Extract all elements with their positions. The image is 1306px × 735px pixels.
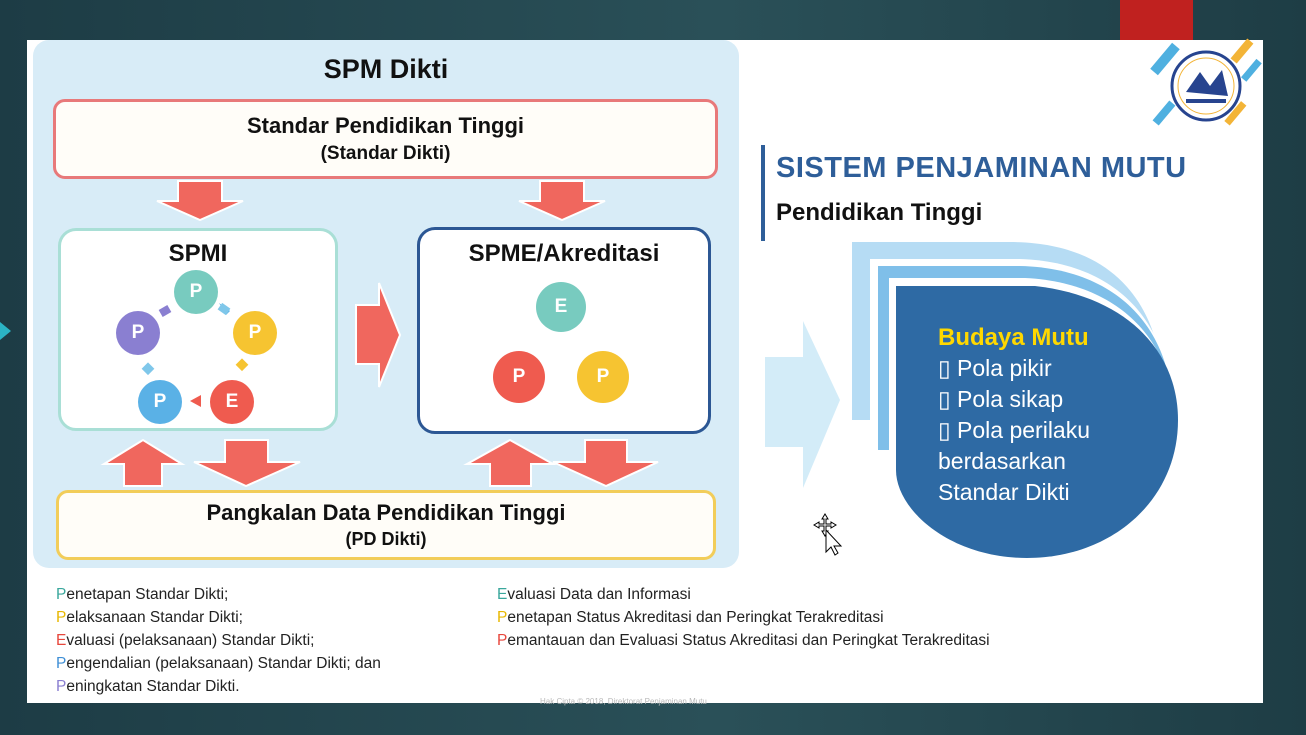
spmi-circle-p2: P (233, 311, 277, 355)
legend-item: Evaluasi (pelaksanaan) Standar Dikti; (56, 629, 381, 652)
spmi-arrow-5 (158, 305, 172, 317)
legend-text: valuasi Data dan Informasi (507, 586, 691, 603)
pd-dikti-box: Pangkalan Data Pendidikan Tinggi (PD Dik… (56, 490, 716, 560)
spmi-arrow-4 (141, 362, 155, 376)
legend-initial: E (497, 586, 508, 603)
legend-spme: Evaluasi Data dan Informasi Penetapan St… (497, 583, 990, 652)
spme-title: SPME/Akreditasi (468, 240, 660, 267)
spmi-circle-p1: P (174, 270, 218, 314)
budaya-item-sikap: ▯ Pola sikap (938, 386, 1064, 412)
legend-item: Penetapan Standar Dikti; (56, 583, 381, 606)
arrow-up-left-1 (100, 438, 186, 487)
legend-initial: E (56, 632, 67, 649)
legend-item: Evaluasi Data dan Informasi (497, 583, 990, 606)
spmi-arrow-1b (217, 302, 231, 316)
big-right-arrow (765, 321, 840, 488)
budaya-title: Budaya Mutu (938, 324, 1089, 351)
legend-text: enetapan Standar Dikti; (66, 586, 229, 603)
red-corner-tab (1120, 0, 1193, 40)
spmi-arrow-3 (190, 395, 201, 407)
budaya-item-perilaku: ▯ Pola perilaku (938, 417, 1091, 443)
legend-initial: P (56, 655, 67, 672)
arrow-down-left-2 (193, 439, 301, 488)
heading-accent-bar (761, 145, 765, 241)
standar-dikti-box: Standar Pendidikan Tinggi (Standar Dikti… (53, 99, 718, 179)
legend-item: Pelaksanaan Standar Dikti; (56, 606, 381, 629)
budaya-tail-2: Standar Dikti (938, 479, 1070, 505)
logo-decoration (1150, 38, 1262, 126)
legend-item: Pengendalian (pelaksanaan) Standar Dikti… (56, 652, 381, 675)
arrow-right-spmi-spme (355, 282, 402, 388)
legend-item: Peningkatan Standar Dikti. (56, 675, 381, 698)
spmi-circle-p3: P (138, 380, 182, 424)
legend-text: elaksanaan Standar Dikti; (66, 609, 243, 626)
sistem-penjaminan-heading: SISTEM PENJAMINAN MUTU (776, 152, 1187, 184)
side-triangle-marker (0, 322, 11, 340)
spmi-title: SPMI (168, 240, 228, 267)
budaya-main-shape (896, 286, 1178, 558)
budaya-tail-1: berdasarkan (938, 448, 1066, 474)
sistem-penjaminan-subheading: Pendidikan Tinggi (776, 199, 983, 226)
legend-initial: P (497, 609, 508, 626)
spm-dikti-title: SPM Dikti (323, 54, 449, 84)
arrow-down-spmi (156, 180, 244, 222)
spmi-arrow-2 (235, 358, 249, 372)
spme-circle-e: E (536, 282, 586, 332)
arrow-down-spme (518, 180, 606, 222)
move-cursor-icon (813, 513, 843, 556)
legend-text: enetapan Status Akreditasi dan Peringkat… (507, 609, 884, 626)
legend-text: eningkatan Standar Dikti. (66, 678, 240, 695)
legend-item: Pemantauan dan Evaluasi Status Akreditas… (497, 629, 990, 652)
legend-text: valuasi (pelaksanaan) Standar Dikti; (66, 632, 315, 649)
spme-box (417, 227, 711, 434)
spmi-circle-p4: P (116, 311, 160, 355)
legend-initial: P (56, 609, 67, 626)
legend-initial: P (56, 586, 67, 603)
arrow-down-right-2 (552, 439, 659, 488)
legend-initial: P (56, 678, 67, 695)
budaya-item-pikir: ▯ Pola pikir (938, 355, 1052, 381)
spmi-circle-e: E (210, 380, 254, 424)
legend-spmi: Penetapan Standar Dikti; Pelaksanaan Sta… (56, 583, 381, 698)
arrow-up-right-1 (463, 438, 557, 487)
pd-line2: (PD Dikti) (345, 529, 427, 549)
budaya-mutu-text: Budaya Mutu ▯ Pola pikir ▯ Pola sikap ▯ … (938, 322, 1168, 508)
legend-initial: P (497, 632, 508, 649)
standar-line2: (Standar Dikti) (320, 143, 451, 164)
legend-item: Penetapan Status Akreditasi dan Peringka… (497, 606, 990, 629)
standar-line1: Standar Pendidikan Tinggi (246, 113, 525, 138)
footer-copyright: Hak Cipta © 2018, Direktorat Penjaminan … (540, 697, 707, 706)
spme-circle-p2: P (577, 351, 629, 403)
legend-text: emantauan dan Evaluasi Status Akreditasi… (507, 632, 990, 649)
pd-line1: Pangkalan Data Pendidikan Tinggi (206, 500, 566, 525)
spme-circle-p1: P (493, 351, 545, 403)
legend-text: engendalian (pelaksanaan) Standar Dikti;… (66, 655, 381, 672)
